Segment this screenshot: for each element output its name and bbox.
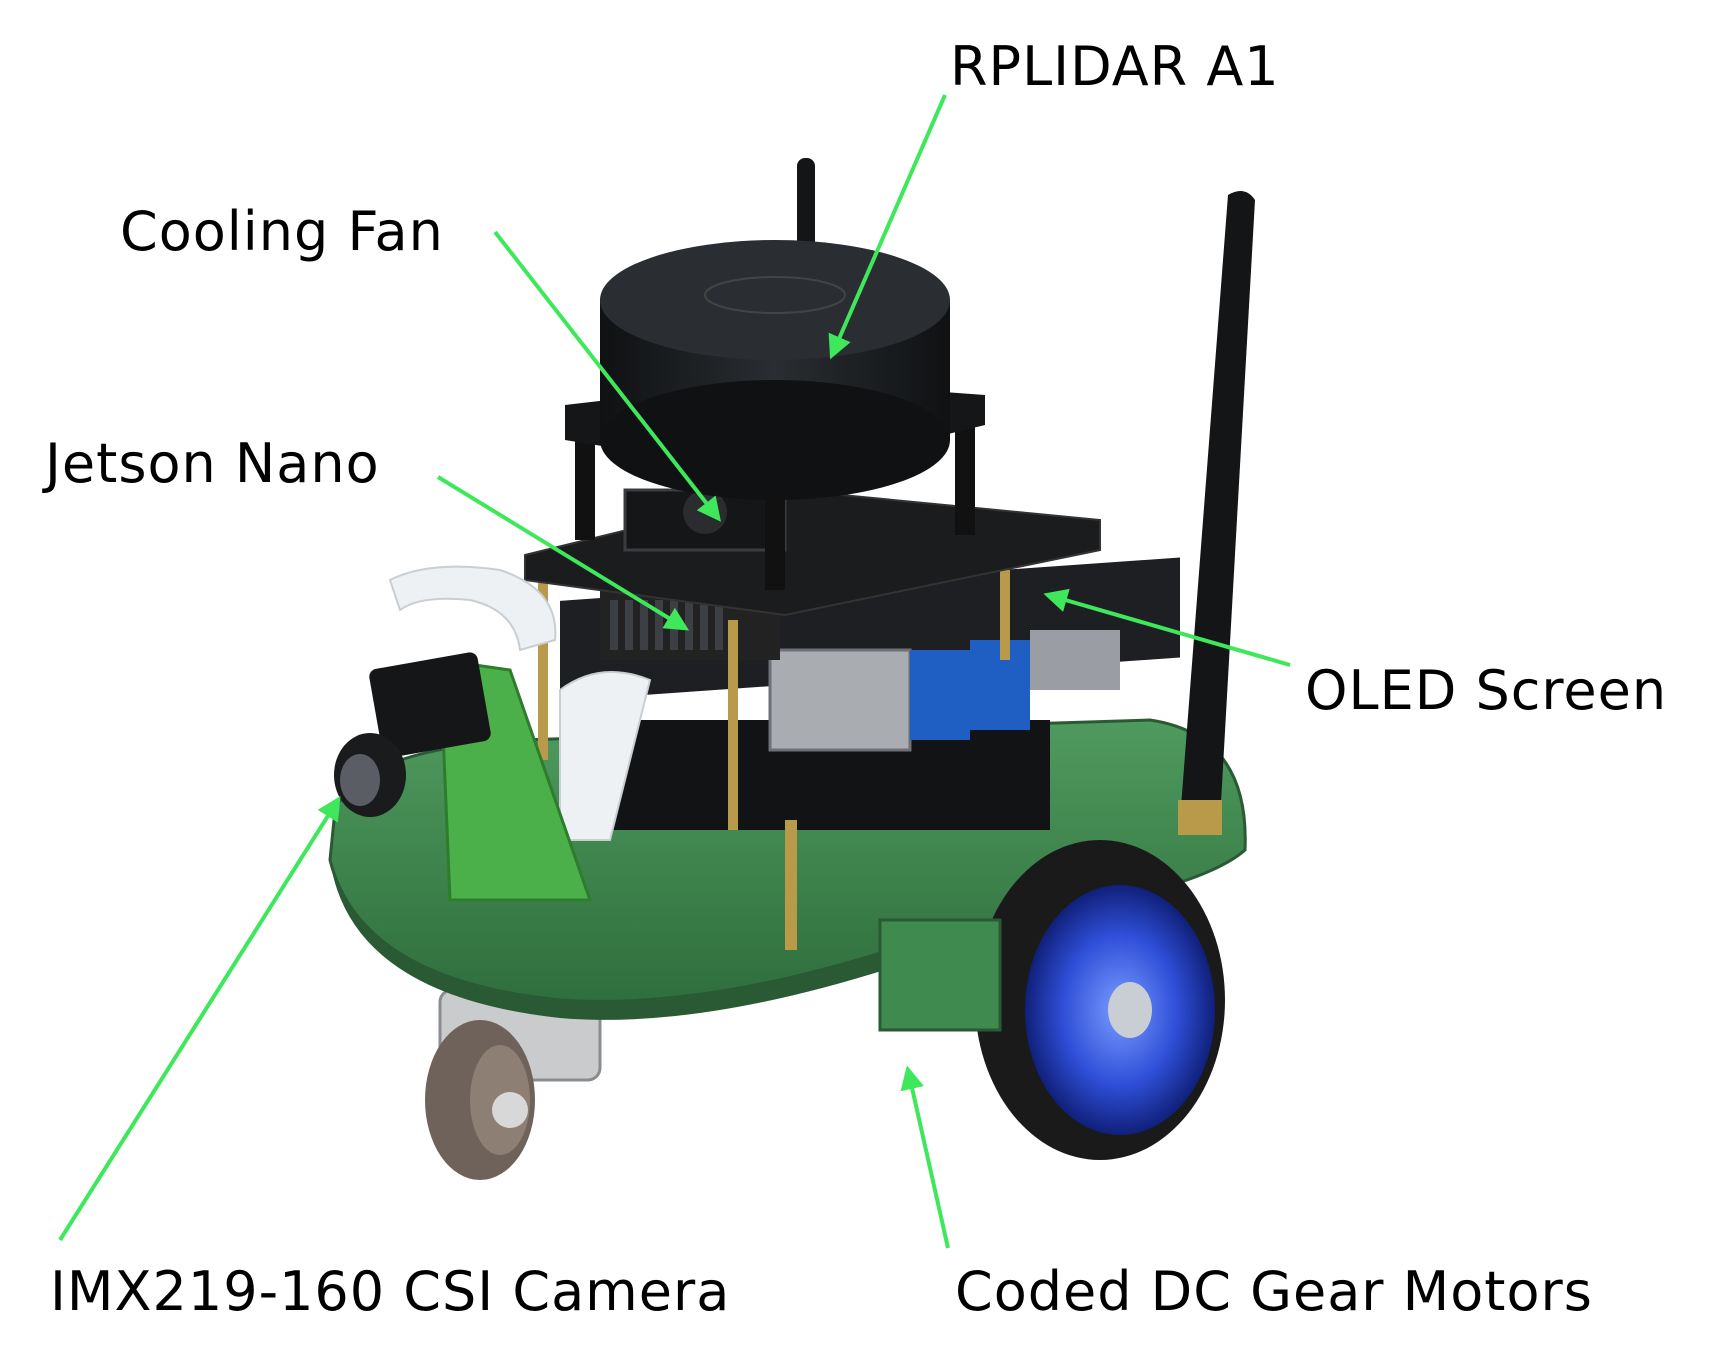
label-csi-camera: IMX219-160 CSI Camera bbox=[50, 1260, 731, 1323]
label-gear-motors: Coded DC Gear Motors bbox=[955, 1260, 1593, 1323]
drive-wheel bbox=[975, 840, 1225, 1160]
arrow-gear-motors bbox=[900, 1065, 950, 1249]
antenna-right bbox=[1178, 191, 1255, 835]
arrow-jetson-nano bbox=[436, 475, 690, 631]
csi-camera bbox=[334, 565, 652, 902]
arrow-oled-screen bbox=[1043, 588, 1291, 667]
motor-bracket bbox=[878, 918, 1002, 1032]
label-cooling-fan: Cooling Fan bbox=[120, 200, 444, 263]
label-oled-screen: OLED Screen bbox=[1305, 659, 1668, 722]
arrow-cooling-fan bbox=[493, 230, 721, 522]
label-rplidar: RPLIDAR A1 bbox=[950, 35, 1280, 98]
standoffs bbox=[538, 570, 1010, 950]
label-jetson-nano: Jetson Nano bbox=[45, 432, 380, 495]
arrow-csi-camera bbox=[58, 795, 341, 1242]
rplidar-unit bbox=[600, 240, 950, 500]
arrow-rplidar bbox=[828, 94, 947, 360]
